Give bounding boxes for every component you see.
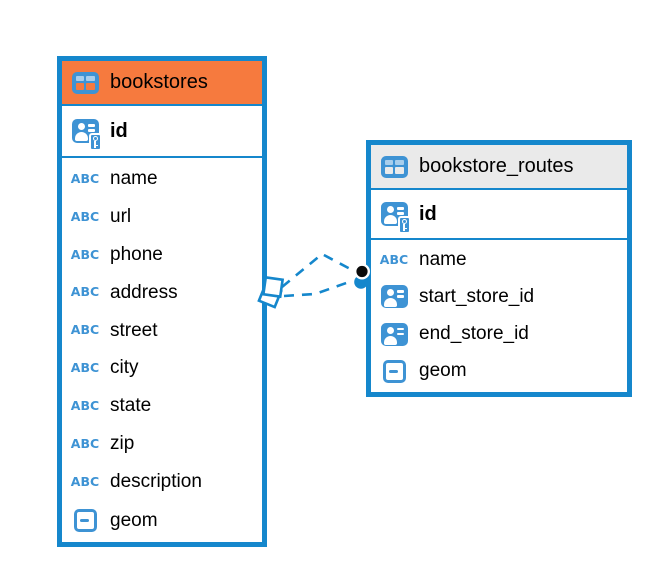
column-name: phone — [110, 243, 163, 265]
column-name: zip — [110, 433, 135, 455]
column-name: end_store_id — [419, 323, 529, 345]
table-title: bookstores — [110, 71, 208, 93]
text-type-icon: ABC — [70, 170, 100, 186]
column-row-id[interactable]: id — [62, 106, 262, 158]
text-type-icon: ABC — [70, 246, 100, 262]
column-row-name[interactable]: ABC name — [371, 242, 627, 278]
geometry-type-icon — [73, 509, 97, 533]
relationship-line-upper — [281, 252, 355, 289]
text-type-icon: ABC — [70, 398, 100, 414]
table-bookstores[interactable]: bookstores id ABC name ABC url ABC phone… — [57, 56, 267, 547]
primary-key-icon — [380, 202, 411, 234]
column-name: name — [110, 167, 158, 189]
column-row-end-store-id[interactable]: end_store_id — [371, 316, 627, 353]
column-row-description[interactable]: ABC description — [62, 463, 262, 501]
column-row-url[interactable]: ABC url — [62, 198, 262, 236]
column-name: id — [110, 119, 128, 142]
column-row-street[interactable]: ABC street — [62, 312, 262, 350]
foreign-key-icon — [380, 285, 408, 309]
table-header-bookstores[interactable]: bookstores — [62, 61, 262, 106]
primary-key-icon — [71, 119, 102, 151]
text-type-icon: ABC — [70, 208, 100, 224]
column-name: url — [110, 205, 132, 227]
column-name: description — [110, 471, 202, 493]
one-end-circle-marker — [354, 263, 371, 289]
many-end-diamond-marker — [257, 275, 285, 309]
table-icon — [380, 155, 408, 178]
column-row-zip[interactable]: ABC zip — [62, 425, 262, 463]
column-name: state — [110, 395, 152, 417]
column-name: city — [110, 357, 139, 379]
text-type-icon: ABC — [70, 473, 100, 489]
text-type-icon: ABC — [70, 436, 100, 452]
column-name: start_store_id — [419, 285, 535, 307]
column-row-address[interactable]: ABC address — [62, 274, 262, 312]
text-type-icon: ABC — [379, 251, 409, 267]
table-header-bookstore-routes[interactable]: bookstore_routes — [371, 145, 627, 190]
text-type-icon: ABC — [70, 284, 100, 300]
column-row-geom[interactable]: geom — [62, 501, 262, 540]
column-row-name[interactable]: ABC name — [62, 160, 262, 198]
columns-list: ABC name ABC url ABC phone ABC address A… — [62, 158, 262, 542]
table-bookstore-routes[interactable]: bookstore_routes id ABC name start_store… — [366, 140, 632, 397]
text-type-icon: ABC — [70, 322, 100, 338]
column-name: id — [419, 202, 437, 225]
geometry-type-icon — [382, 359, 406, 383]
column-name: geom — [110, 509, 158, 531]
table-title: bookstore_routes — [419, 155, 574, 177]
table-icon — [71, 71, 99, 94]
column-row-start-store-id[interactable]: start_store_id — [371, 278, 627, 315]
column-name: name — [419, 249, 467, 271]
columns-list: ABC name start_store_id end_store_id geo… — [371, 240, 627, 392]
relationship-line-lower — [283, 279, 353, 298]
column-row-id[interactable]: id — [371, 190, 627, 240]
column-name: address — [110, 281, 178, 303]
foreign-key-icon — [380, 322, 408, 346]
column-name: street — [110, 319, 158, 341]
column-row-phone[interactable]: ABC phone — [62, 236, 262, 274]
column-row-city[interactable]: ABC city — [62, 350, 262, 388]
column-row-state[interactable]: ABC state — [62, 387, 262, 425]
text-type-icon: ABC — [70, 360, 100, 376]
column-row-geom[interactable]: geom — [371, 353, 627, 390]
column-name: geom — [419, 360, 467, 382]
